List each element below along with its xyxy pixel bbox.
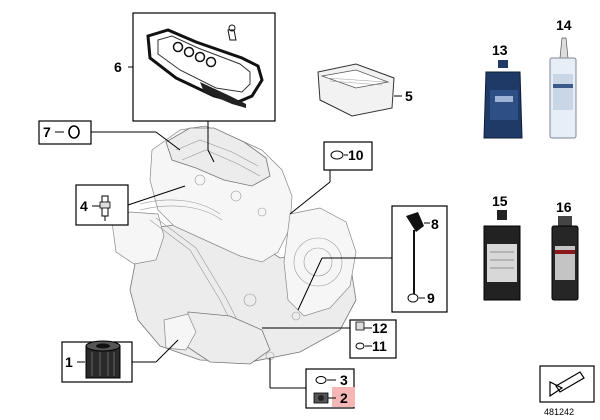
callout-10: 10 [348, 147, 364, 163]
callout-1: 1 [65, 354, 73, 370]
callout-6: 6 [114, 59, 122, 75]
air-filter-illustration [317, 63, 395, 117]
seal-11-icon [355, 342, 365, 350]
fluid-bottle-icon [483, 210, 521, 301]
callout-8: 8 [431, 216, 439, 232]
gasket-illustration [146, 24, 264, 108]
callout-5: 5 [405, 88, 413, 104]
highlight-2 [332, 387, 355, 407]
callout-4: 4 [80, 198, 88, 214]
oring-7-icon [68, 125, 80, 139]
oring-9-icon [407, 293, 419, 303]
engine-illustration [111, 125, 357, 365]
oil-filter-icon [85, 340, 121, 379]
engine-oil-bottle-icon [483, 60, 523, 139]
navigation-arrow-button[interactable] [539, 365, 595, 403]
seal-box-10 [323, 141, 373, 171]
callout-12: 12 [372, 320, 388, 336]
callout-2: 2 [340, 390, 348, 406]
callout-13: 13 [492, 42, 508, 58]
spark-plug-icon [99, 195, 111, 221]
diagram-id: 481242 [544, 407, 574, 417]
drain-plug-2-icon [313, 392, 329, 404]
spray-can-icon [551, 216, 579, 301]
bolt-12-icon [355, 321, 365, 331]
callout-15: 15 [492, 193, 508, 209]
callout-16: 16 [556, 199, 572, 215]
dipstick-icon [406, 212, 424, 294]
arrow-icon [549, 381, 564, 398]
callout-3: 3 [340, 372, 348, 388]
callout-9: 9 [427, 290, 435, 306]
seal-3-icon [315, 376, 327, 384]
seal-10-icon [330, 150, 344, 160]
sealant-tube-icon [549, 37, 577, 139]
callout-14: 14 [556, 17, 572, 33]
gasket-detail-box [132, 12, 276, 122]
callout-7: 7 [43, 124, 51, 140]
callout-11: 11 [372, 338, 387, 354]
